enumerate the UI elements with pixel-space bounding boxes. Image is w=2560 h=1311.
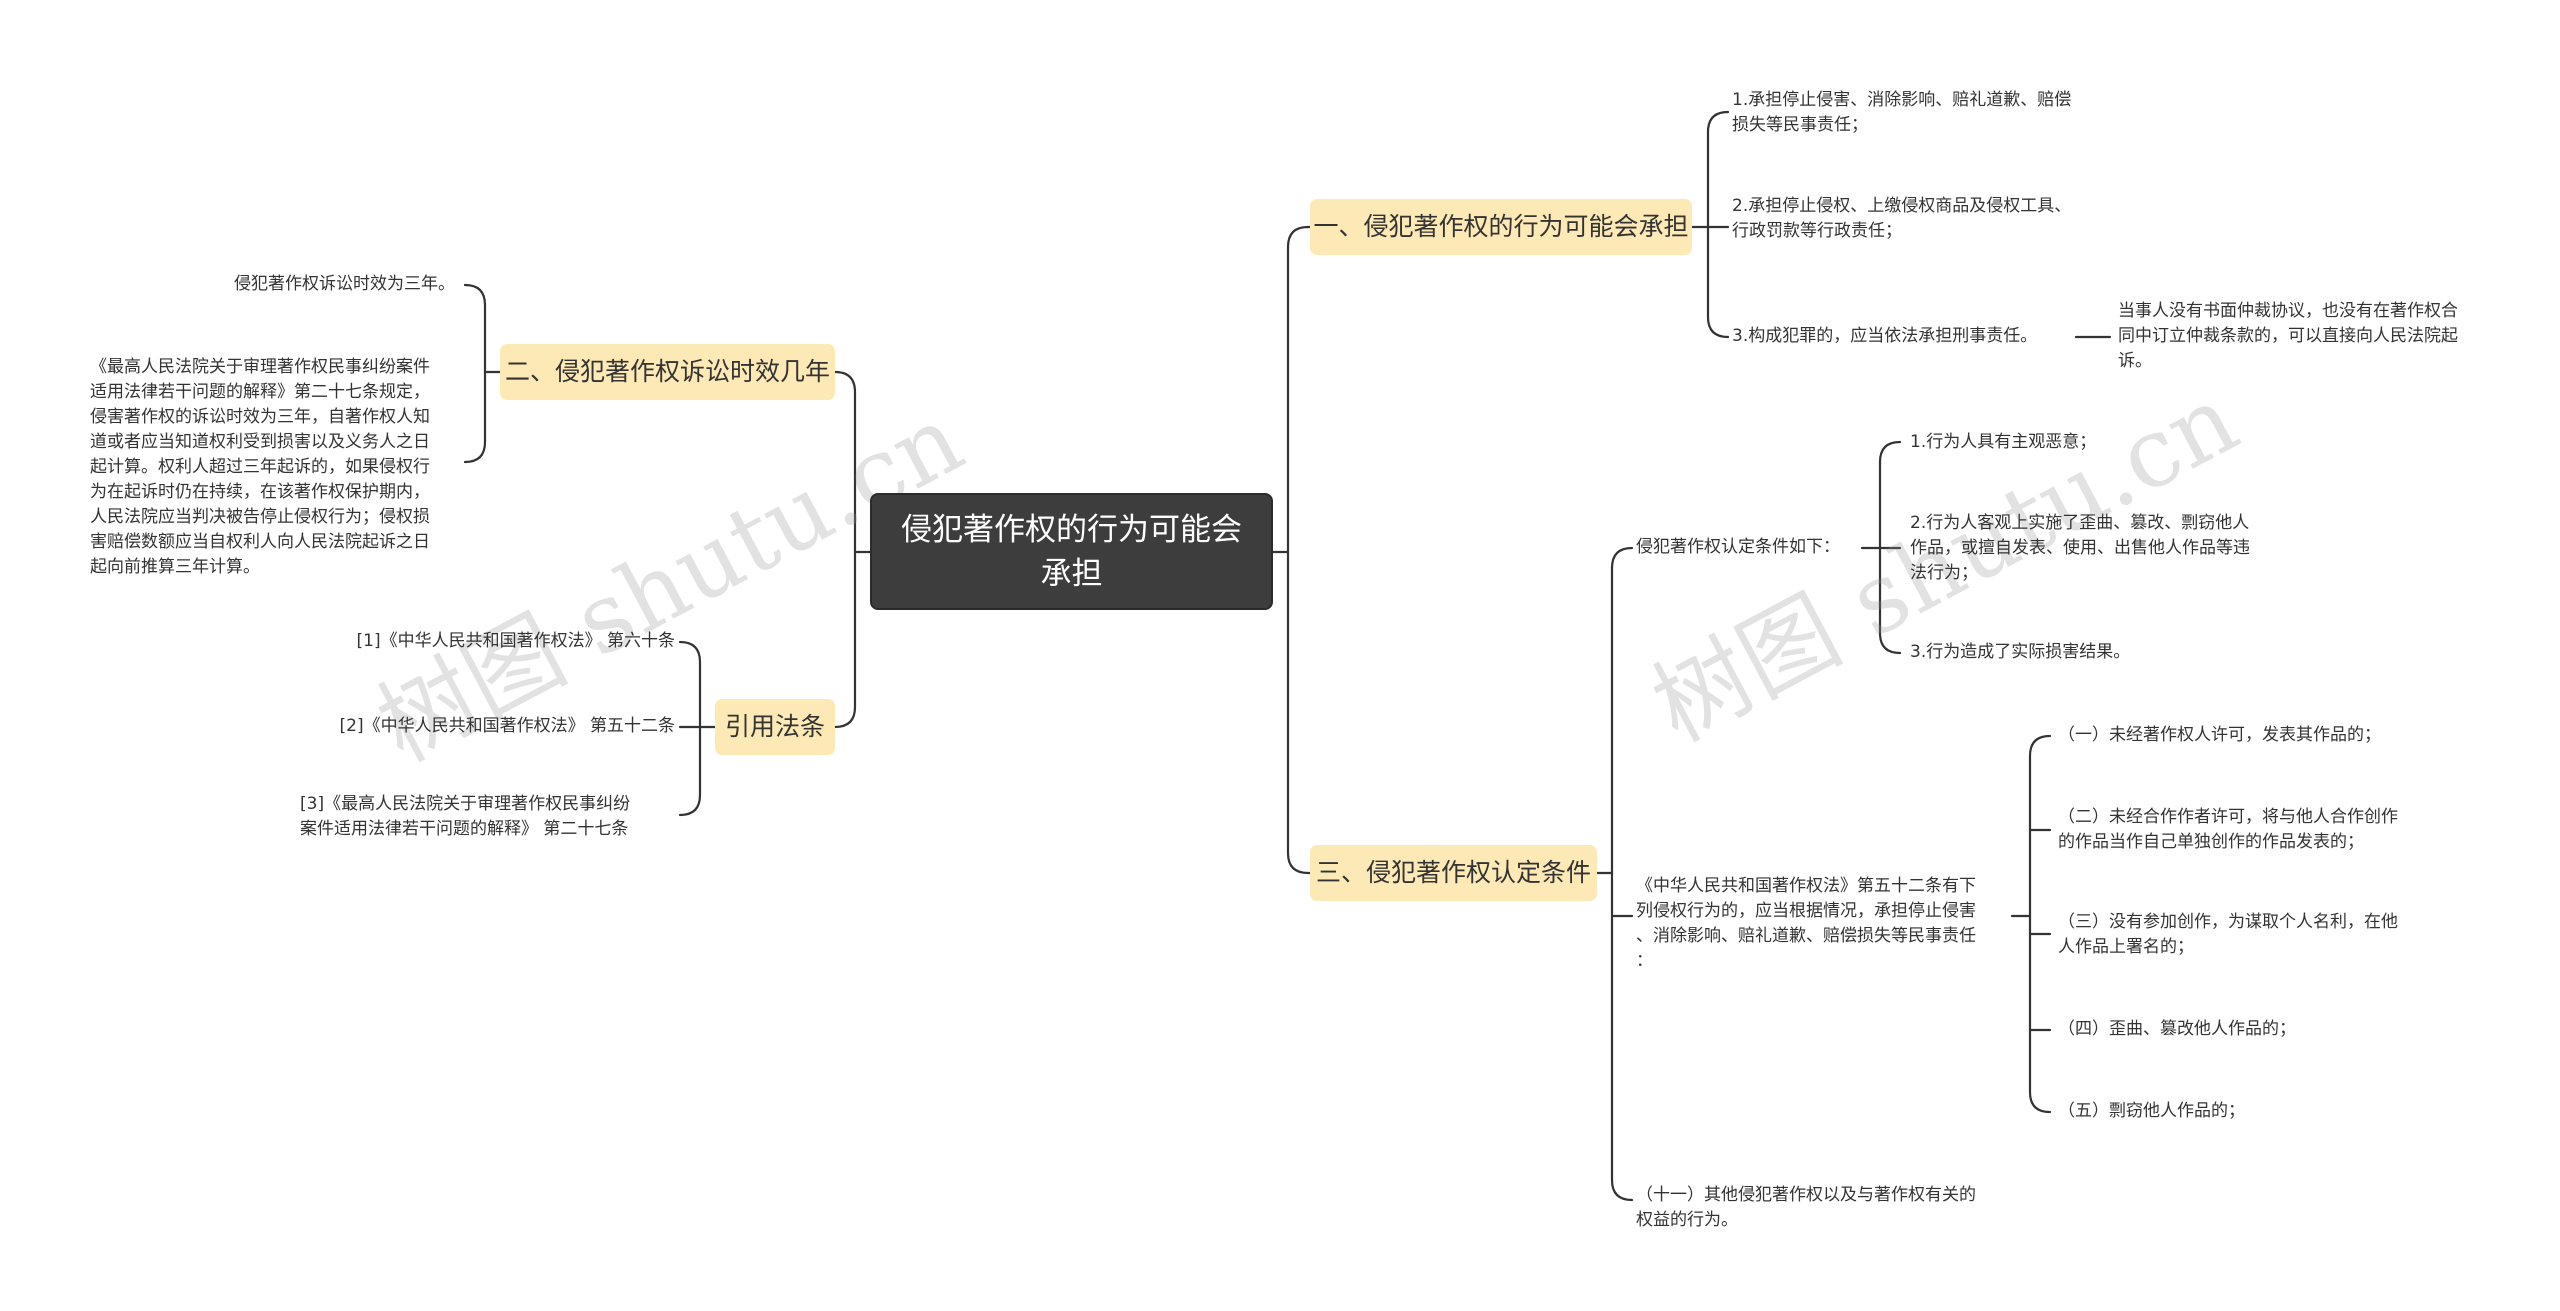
branch-conditions[interactable]: 三、侵犯著作权认定条件 [1310,845,1597,901]
condition-item: 3.行为造成了实际损害结果。 [1910,642,2131,662]
limitation-detail: 《最高人民法院关于审理著作权民事纠纷案件 适用法律若干问题的解释》第二十七条规定… [90,357,430,577]
branch-limitation-period[interactable]: 二、侵犯著作权诉讼时效几年 [500,344,835,400]
branch-liability[interactable]: 一、侵犯著作权的行为可能会承担 [1310,199,1692,255]
liability-civil: 1.承担停止侵害、消除影响、赔礼道歉、赔偿 损失等民事责任； [1732,90,2072,135]
citation-item: [1]《中华人民共和国著作权法》 第六十条 [356,631,675,651]
citation-item: [3]《最高人民法院关于审理著作权民事纠纷 案件适用法律若干问题的解释》 第二十… [300,794,631,839]
liability-criminal: 3.构成犯罪的，应当依法承担刑事责任。 [1732,326,2038,346]
conditions-label: 侵犯著作权认定条件如下： [1636,537,1840,557]
citation-item: [2]《中华人民共和国著作权法》 第五十二条 [339,716,675,736]
law-item: （三）没有参加创作，为谋取个人名利，在他 人作品上署名的； [2058,912,2398,957]
law-item: （五）剽窃他人作品的； [2058,1101,2245,1121]
law-item: （一）未经著作权人许可，发表其作品的； [2058,725,2381,745]
branch-citations[interactable]: 引用法条 [715,699,835,755]
other-infringement: （十一）其他侵犯著作权以及与著作权有关的 权益的行为。 [1636,1185,1976,1230]
law-item: （二）未经合作作者许可，将与他人合作创作 的作品当作自己单独创作的作品发表的； [2058,807,2398,852]
limitation-summary: 侵犯著作权诉讼时效为三年。 [234,274,455,294]
law-item: （四）歪曲、篡改他人作品的； [2058,1019,2296,1039]
liability-administrative: 2.承担停止侵权、上缴侵权商品及侵权工具、 行政罚款等行政责任； [1732,196,2072,241]
condition-item: 2.行为人客观上实施了歪曲、篡改、剽窃他人 作品，或擅自发表、使用、出售他人作品… [1910,513,2250,583]
root-topic[interactable]: 侵犯著作权的行为可能会承担 [870,493,1273,610]
law-article-label: 《中华人民共和国著作权法》第五十二条有下 列侵权行为的，应当根据情况，承担停止侵… [1636,876,1976,971]
arbitration-note: 当事人没有书面仲裁协议，也没有在著作权合 同中订立仲裁条款的，可以直接向人民法院… [2118,301,2458,371]
condition-item: 1.行为人具有主观恶意； [1910,432,2097,452]
